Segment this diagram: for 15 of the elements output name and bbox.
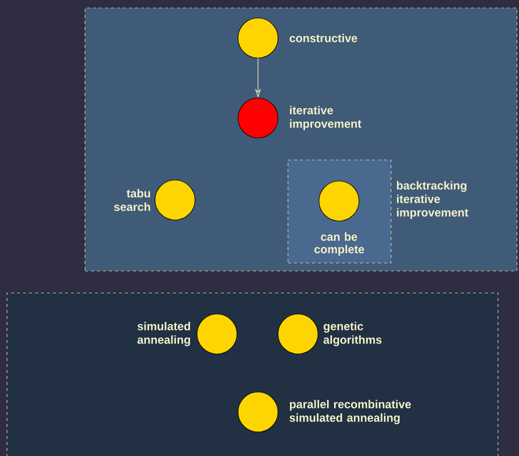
circle-node (154, 180, 196, 220)
circle-node (196, 314, 238, 354)
group-box (6, 292, 498, 456)
circle-node (238, 392, 278, 432)
side-label: iterative improvement (290, 106, 362, 130)
circle-node (238, 18, 278, 58)
side-label: tabu search (114, 189, 150, 211)
side-label: constructive (290, 34, 358, 42)
circle-node (238, 98, 278, 138)
side-label: genetic algorithms (324, 322, 382, 346)
circle-node (278, 314, 318, 354)
side-label: backtracking iterative improvement (396, 181, 468, 219)
side-label: simulated annealing (137, 322, 190, 346)
side-label: parallel recombinative simulated annealing (290, 400, 411, 424)
circle-node (318, 180, 360, 222)
